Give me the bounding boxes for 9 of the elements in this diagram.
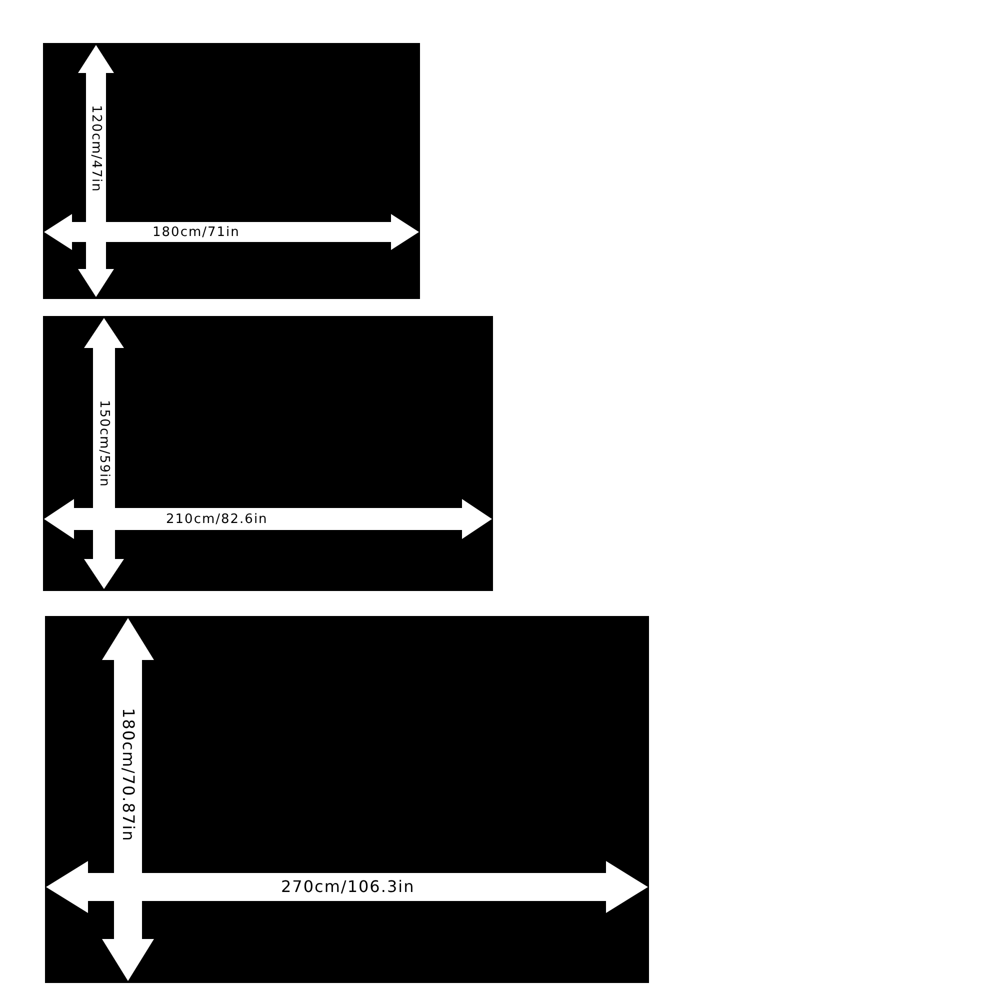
dimension-label: 180cm/70.87in [120, 708, 136, 842]
rug-rectangle [43, 43, 420, 299]
rug-rectangle [43, 316, 493, 591]
dimension-label: 150cm/59in [98, 400, 110, 487]
dimension-label: 180cm/71in [152, 226, 240, 238]
dimension-label: 210cm/82.6in [166, 512, 268, 526]
dimension-label: 270cm/106.3in [281, 879, 415, 895]
rug-rectangle [45, 616, 649, 983]
dimension-label: 120cm/47in [90, 104, 102, 192]
